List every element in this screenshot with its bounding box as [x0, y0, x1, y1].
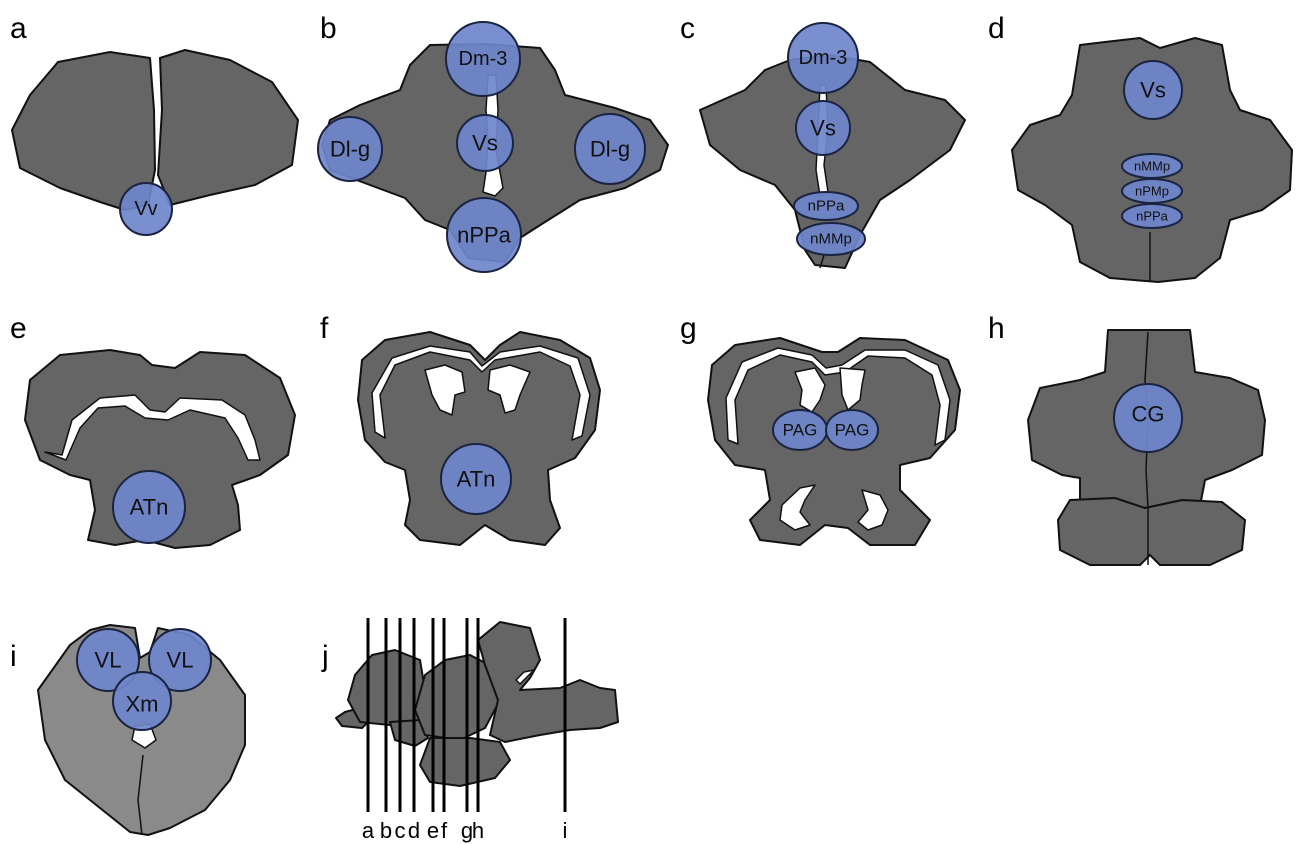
panel-h: h CG	[988, 312, 1265, 565]
region-label-dlg-right: Dl-g	[590, 137, 630, 162]
slice-label-a: a	[362, 818, 375, 843]
slice-label-c: c	[395, 818, 406, 843]
region-label-nppa: nPPa	[808, 198, 845, 215]
slice-label-h: h	[472, 818, 484, 843]
slice-label-i: i	[563, 818, 568, 843]
slice-label-b: b	[380, 818, 392, 843]
region-label-vl-right: VL	[167, 648, 194, 673]
region-label-pag-left: PAG	[783, 421, 818, 440]
region-label-xm: Xm	[126, 692, 159, 717]
panel-letter-e: e	[10, 312, 27, 345]
panel-letter-h: h	[988, 312, 1005, 345]
panel-letter-a: a	[10, 12, 27, 45]
region-label-vl-left: VL	[95, 648, 122, 673]
region-label-atn: ATn	[457, 467, 496, 492]
panel-letter-j: j	[321, 640, 329, 673]
region-label-dlg-left: Dl-g	[330, 137, 370, 162]
panel-c: c Dm-3 Vs nPPa nMMp	[680, 12, 965, 268]
panel-f: f ATn	[320, 312, 600, 545]
region-label-vs: Vs	[810, 116, 836, 141]
region-label-nmmp: nMMp	[1134, 159, 1170, 174]
panel-g: g PAG PAG	[680, 312, 960, 545]
region-label-vs: Vs	[1140, 78, 1166, 103]
panel-letter-i: i	[10, 640, 17, 673]
region-label-npmp: nPMp	[1135, 184, 1169, 199]
region-label-vs: Vs	[472, 131, 498, 156]
panel-j: j a b c d e f g h i	[321, 618, 618, 843]
panel-letter-f: f	[320, 312, 329, 345]
sagittal-cerebellum-hindbrain	[478, 622, 618, 742]
section-h-lower-outline	[1058, 498, 1245, 565]
region-label-nppa: nPPa	[457, 223, 512, 248]
slice-label-e: e	[427, 818, 439, 843]
panel-e: e ATn	[10, 312, 295, 548]
region-label-nmmp: nMMp	[810, 231, 852, 248]
panel-letter-c: c	[680, 12, 695, 45]
region-label-dm3: Dm-3	[799, 47, 848, 69]
panel-d: d Vs nMMp nPMp nPPa	[988, 12, 1292, 282]
panel-letter-g: g	[680, 312, 697, 345]
panel-letter-b: b	[320, 12, 337, 45]
region-label-dm3: Dm-3	[459, 48, 508, 70]
region-label-cg: CG	[1132, 402, 1165, 427]
section-a-right-hemisphere	[158, 50, 298, 205]
region-label-vv: Vv	[134, 198, 157, 220]
panel-i: i VL VL Xm	[10, 625, 245, 835]
slice-label-f: f	[441, 818, 448, 843]
region-label-pag-right: PAG	[835, 421, 870, 440]
panel-letter-d: d	[988, 12, 1005, 45]
panel-b: b Dm-3 Dl-g Vs Dl-g nPPa	[318, 12, 668, 272]
slice-label-d: d	[408, 818, 420, 843]
region-label-nppa: nPPa	[1136, 209, 1169, 224]
panel-a: a Vv	[10, 12, 298, 235]
region-label-atn: ATn	[130, 495, 169, 520]
